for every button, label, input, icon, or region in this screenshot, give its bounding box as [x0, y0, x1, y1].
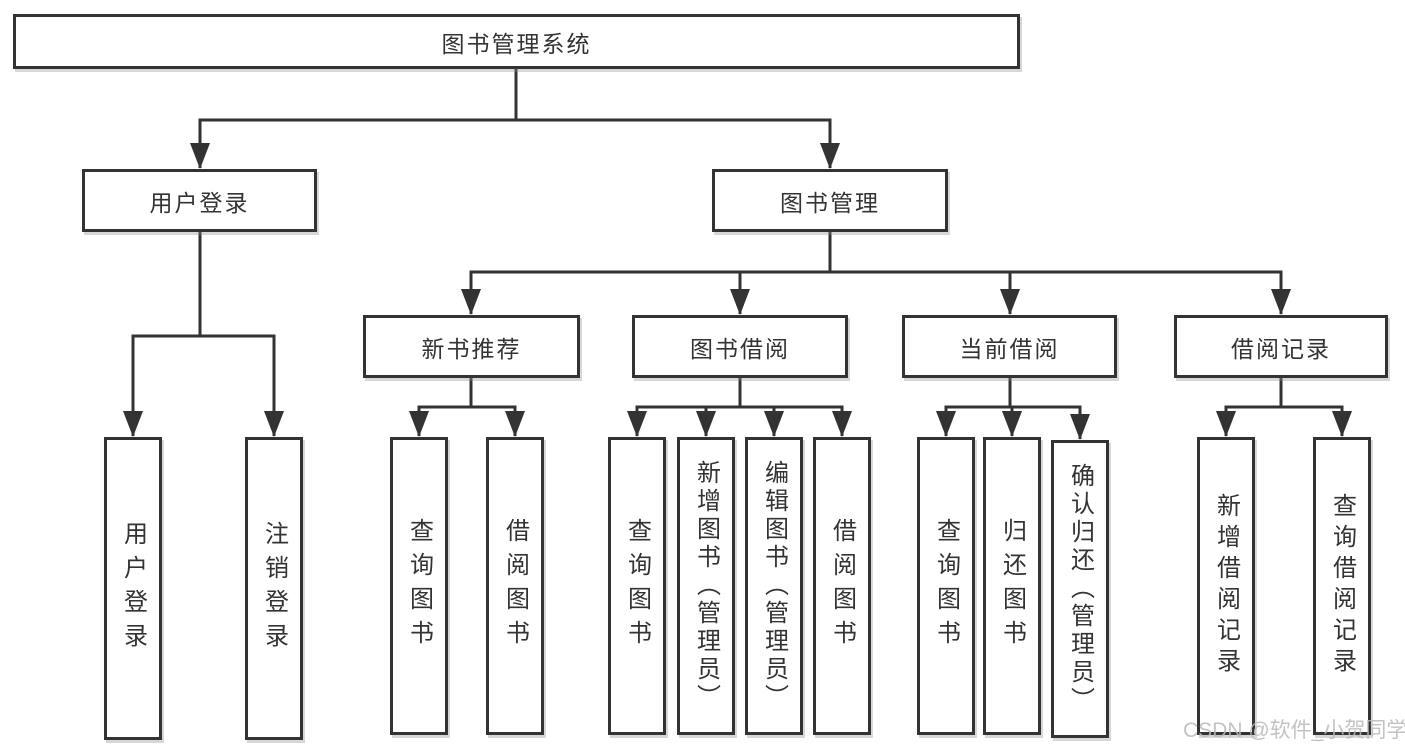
- node-leaf-logout: 注销登录: [245, 437, 303, 740]
- node-current-borrow-label: 当前借阅: [959, 335, 1060, 362]
- node-leaf-bb-query-label: 查询图书: [623, 518, 651, 654]
- node-user-login-label: 用户登录: [149, 189, 250, 216]
- edges-new-book-children: [409, 378, 525, 437]
- node-leaf-nb-query-label: 查询图书: [405, 518, 433, 654]
- node-leaf-cb-return: 归还图书: [983, 437, 1041, 735]
- node-leaf-bb-borrow-label: 借阅图书: [828, 518, 856, 654]
- edges-borrow-records-children: [1216, 378, 1352, 437]
- node-leaf-user-login-label: 用户登录: [119, 520, 147, 657]
- node-root-label: 图书管理系统: [441, 30, 592, 57]
- node-leaf-cb-query: 查询图书: [917, 437, 975, 735]
- node-leaf-cb-confirm: 确认归还（管理员）: [1051, 440, 1109, 738]
- node-leaf-bb-borrow: 借阅图书: [813, 437, 871, 735]
- node-book-mgmt: 图书管理: [712, 169, 948, 232]
- node-leaf-nb-borrow-label: 借阅图书: [501, 518, 529, 654]
- node-leaf-nb-query: 查询图书: [390, 437, 448, 735]
- node-book-borrow: 图书借阅: [632, 315, 848, 378]
- node-leaf-bb-edit: 编辑图书（管理员）: [745, 437, 803, 735]
- edges-book-borrow-children: [627, 378, 852, 437]
- node-leaf-cb-return-label: 归还图书: [998, 518, 1026, 654]
- node-borrow-records-label: 借阅记录: [1231, 335, 1331, 362]
- node-root: 图书管理系统: [13, 14, 1020, 69]
- node-leaf-bb-edit-label: 编辑图书（管理员）: [760, 460, 788, 712]
- node-new-book-rec: 新书推荐: [363, 315, 580, 378]
- node-leaf-bb-query: 查询图书: [608, 437, 666, 735]
- node-borrow-records: 借阅记录: [1174, 315, 1388, 378]
- node-book-borrow-label: 图书借阅: [690, 335, 790, 362]
- node-leaf-br-add-label: 新增借阅记录: [1212, 493, 1240, 679]
- node-leaf-logout-label: 注销登录: [260, 520, 288, 657]
- node-leaf-bb-add-label: 新增图书（管理员）: [692, 460, 720, 712]
- node-leaf-nb-borrow: 借阅图书: [486, 437, 544, 735]
- node-book-mgmt-label: 图书管理: [780, 189, 880, 216]
- edges-book-mgmt-to-level3: [461, 232, 1291, 315]
- edges-current-borrow-children: [936, 378, 1090, 440]
- node-current-borrow: 当前借阅: [902, 315, 1117, 378]
- node-user-login: 用户登录: [82, 169, 317, 232]
- edges-root-to-level2: [190, 69, 840, 169]
- node-leaf-br-add: 新增借阅记录: [1197, 437, 1255, 735]
- node-leaf-user-login: 用户登录: [104, 437, 162, 740]
- node-leaf-br-query: 查询借阅记录: [1313, 437, 1371, 735]
- node-leaf-cb-confirm-label: 确认归还（管理员）: [1066, 463, 1094, 715]
- node-new-book-rec-label: 新书推荐: [421, 335, 522, 362]
- node-leaf-cb-query-label: 查询图书: [932, 518, 960, 654]
- node-leaf-bb-add: 新增图书（管理员）: [677, 437, 735, 735]
- edges-user-login-children: [123, 232, 284, 437]
- node-leaf-br-query-label: 查询借阅记录: [1328, 493, 1356, 679]
